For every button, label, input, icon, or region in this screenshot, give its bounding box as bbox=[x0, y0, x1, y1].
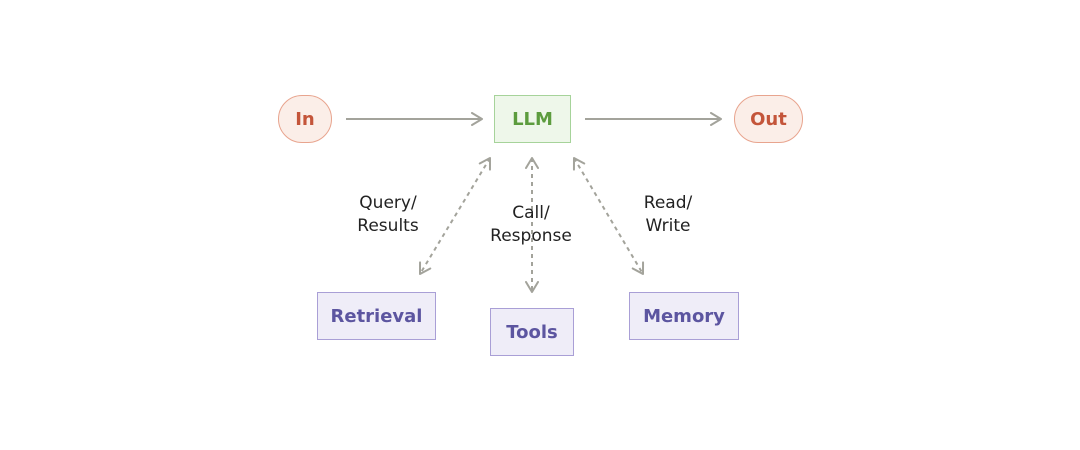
tools-edge-label: Call/ Response bbox=[490, 202, 572, 248]
arrow-llm-memory bbox=[572, 157, 645, 275]
arrow-llm-retrieval bbox=[419, 157, 491, 275]
input-node: In bbox=[278, 95, 332, 143]
memory-edge-label-line-1: Read/ bbox=[643, 193, 693, 213]
output-node-label: Out bbox=[750, 108, 787, 130]
output-node: Out bbox=[734, 95, 803, 143]
retrieval-edge-label: Query/ Results bbox=[357, 192, 418, 238]
tools-edge-label-line-1: Call/ bbox=[512, 203, 550, 223]
memory-node: Memory bbox=[629, 292, 739, 340]
retrieval-edge-label-line-2: Results bbox=[357, 216, 419, 236]
tools-node: Tools bbox=[490, 308, 574, 356]
tools-edge-label-line-2: Response bbox=[490, 226, 572, 246]
memory-edge-label-line-2: Write bbox=[645, 216, 691, 236]
retrieval-node: Retrieval bbox=[317, 292, 436, 340]
retrieval-node-label: Retrieval bbox=[330, 305, 423, 327]
memory-node-label: Memory bbox=[643, 305, 725, 327]
memory-edge-label: Read/ Write bbox=[644, 192, 692, 238]
tools-node-label: Tools bbox=[506, 321, 558, 343]
llm-node-label: LLM bbox=[512, 108, 553, 130]
retrieval-edge-label-line-1: Query/ bbox=[359, 193, 417, 213]
input-node-label: In bbox=[295, 108, 315, 130]
llm-node: LLM bbox=[494, 95, 571, 143]
